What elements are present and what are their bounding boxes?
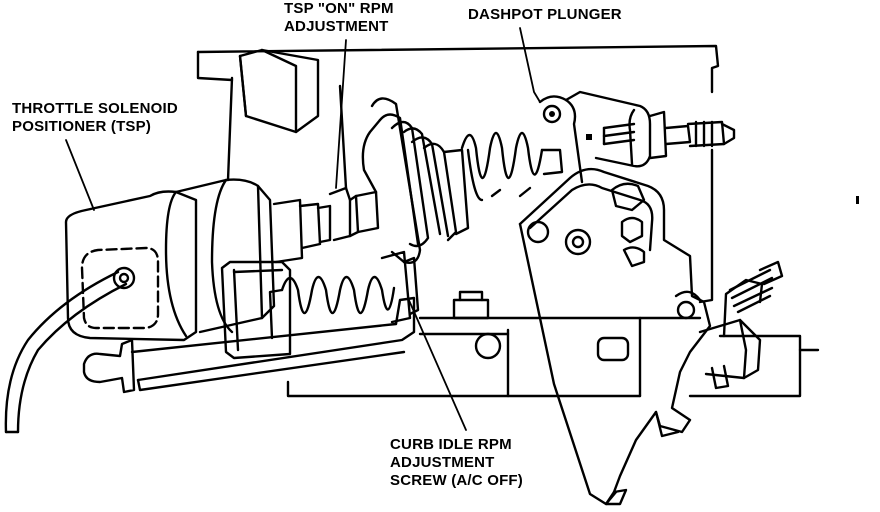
carburetor-body: [196, 44, 820, 398]
tsp-on-rpm-label-line1: TSP "ON" RPM: [284, 0, 394, 17]
curb-idle-screw: [698, 260, 784, 390]
dashpot-plunger: [538, 90, 736, 184]
solenoid-wire: [4, 270, 128, 434]
dashpot-spring: [460, 131, 564, 202]
curb-idle-label-line2: ADJUSTMENT: [390, 454, 495, 471]
dashpot-label-line1: DASHPOT PLUNGER: [468, 6, 622, 23]
tsp-on-rpm-label-line2: ADJUSTMENT: [284, 18, 389, 35]
tsp-label-line2: POSITIONER (TSP): [12, 118, 152, 135]
dashpot-plunger-label: DASHPOT PLUNGER: [468, 6, 622, 24]
throttle-lever: [518, 167, 712, 506]
tsp-solenoid: [64, 178, 332, 342]
curb-idle-label-line1: CURB IDLE RPM: [390, 436, 512, 453]
curb-idle-label-line3: SCREW (A/C OFF): [390, 472, 523, 489]
dashpot-diaphragm: [361, 97, 470, 264]
leader-lines: [65, 27, 541, 431]
curb-idle-rpm-adjustment-label: CURB IDLE RPM ADJUSTMENT SCREW (A/C OFF): [390, 436, 523, 490]
linkage-bracket: [82, 260, 416, 394]
throttle-solenoid-positioner-label: THROTTLE SOLENOID POSITIONER (TSP): [12, 100, 178, 136]
tsp-on-rpm-adjustment-label: TSP "ON" RPM ADJUSTMENT: [284, 0, 394, 36]
tsp-label-line1: THROTTLE SOLENOID: [12, 100, 178, 117]
